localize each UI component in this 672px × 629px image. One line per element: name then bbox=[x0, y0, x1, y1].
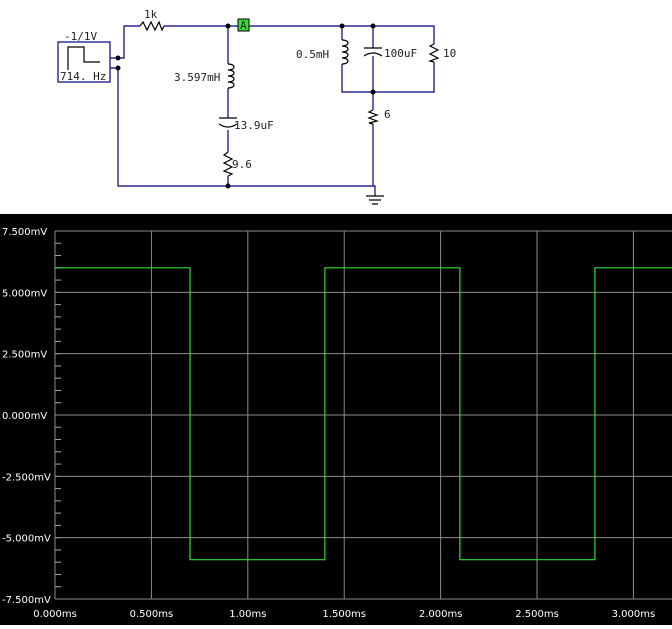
inductor-branch-label: 3.597mH bbox=[174, 71, 220, 84]
inductor-tank-label: 0.5mH bbox=[296, 48, 329, 61]
x-tick-label: 2.000ms bbox=[419, 609, 463, 620]
capacitor-branch-label: 13.9uF bbox=[234, 119, 274, 132]
x-tick-label: 3.000ms bbox=[612, 609, 656, 620]
voltage-trace-1 bbox=[55, 267, 672, 561]
inductor-tank[interactable] bbox=[341, 39, 349, 65]
voltage-source-box[interactable] bbox=[57, 41, 111, 83]
y-tick-label: 5.000mV bbox=[2, 288, 47, 299]
oscilloscope-panel[interactable]: 7.500mV 5.000mV 2.500mV 0.000mV -2.500mV -5.0… bbox=[0, 214, 672, 625]
y-tick-label: 0.000mV bbox=[2, 411, 47, 422]
capacitor-tank[interactable] bbox=[363, 47, 383, 57]
junction-dots bbox=[115, 23, 376, 189]
y-tick-label: -5.000mV bbox=[2, 534, 51, 545]
capacitor-branch[interactable] bbox=[218, 117, 238, 128]
x-tick-label: 1.500ms bbox=[322, 609, 366, 620]
y-tick-label: -2.500mV bbox=[2, 472, 51, 483]
y-tick-label: 7.500mV bbox=[2, 227, 47, 238]
square-wave-icon bbox=[67, 46, 100, 70]
resistor-tank-label: 10 bbox=[443, 47, 456, 60]
probe-a-label: A bbox=[240, 19, 247, 32]
source-frequency-label: 714. Hz bbox=[60, 70, 106, 83]
wire-ground-rail bbox=[110, 67, 376, 196]
circuit-canvas: -1/1V 714. Hz 1k 3.597mH 13.9uF 9.6 A 0.… bbox=[57, 8, 456, 205]
resistor-1k-label: 1k bbox=[144, 8, 158, 21]
resistor-1k[interactable] bbox=[139, 20, 165, 32]
ground-icon bbox=[366, 195, 384, 205]
oscilloscope-plot[interactable]: 7.500mV 5.000mV 2.500mV 0.000mV -2.500mV -5.0… bbox=[0, 214, 672, 625]
circuit-schematic: -1/1V 714. Hz 1k 3.597mH 13.9uF 9.6 A 0.… bbox=[0, 0, 672, 214]
resistor-tank[interactable] bbox=[427, 43, 440, 63]
probe-a-marker[interactable] bbox=[237, 18, 250, 32]
wire-source-to-r bbox=[110, 25, 140, 59]
resistor-ground[interactable] bbox=[367, 109, 380, 125]
inductor-branch[interactable] bbox=[227, 63, 235, 89]
x-tick-label: 1.00ms bbox=[229, 609, 266, 620]
x-tick-label: 2.500ms bbox=[515, 609, 559, 620]
source-amplitude-label: -1/1V bbox=[64, 30, 97, 43]
wire-top-rail bbox=[164, 25, 435, 44]
resistor-9-6-label: 9.6 bbox=[232, 158, 252, 171]
capacitor-tank-label: 100uF bbox=[384, 47, 417, 60]
x-tick-label: 0.500ms bbox=[130, 609, 174, 620]
resistor-9-6[interactable] bbox=[222, 151, 234, 177]
y-tick-label: -7.500mV bbox=[2, 595, 51, 606]
x-tick-label: 0.000ms bbox=[33, 609, 77, 620]
y-tick-label: 2.500mV bbox=[2, 350, 47, 361]
resistor-ground-label: 6 bbox=[384, 108, 391, 121]
